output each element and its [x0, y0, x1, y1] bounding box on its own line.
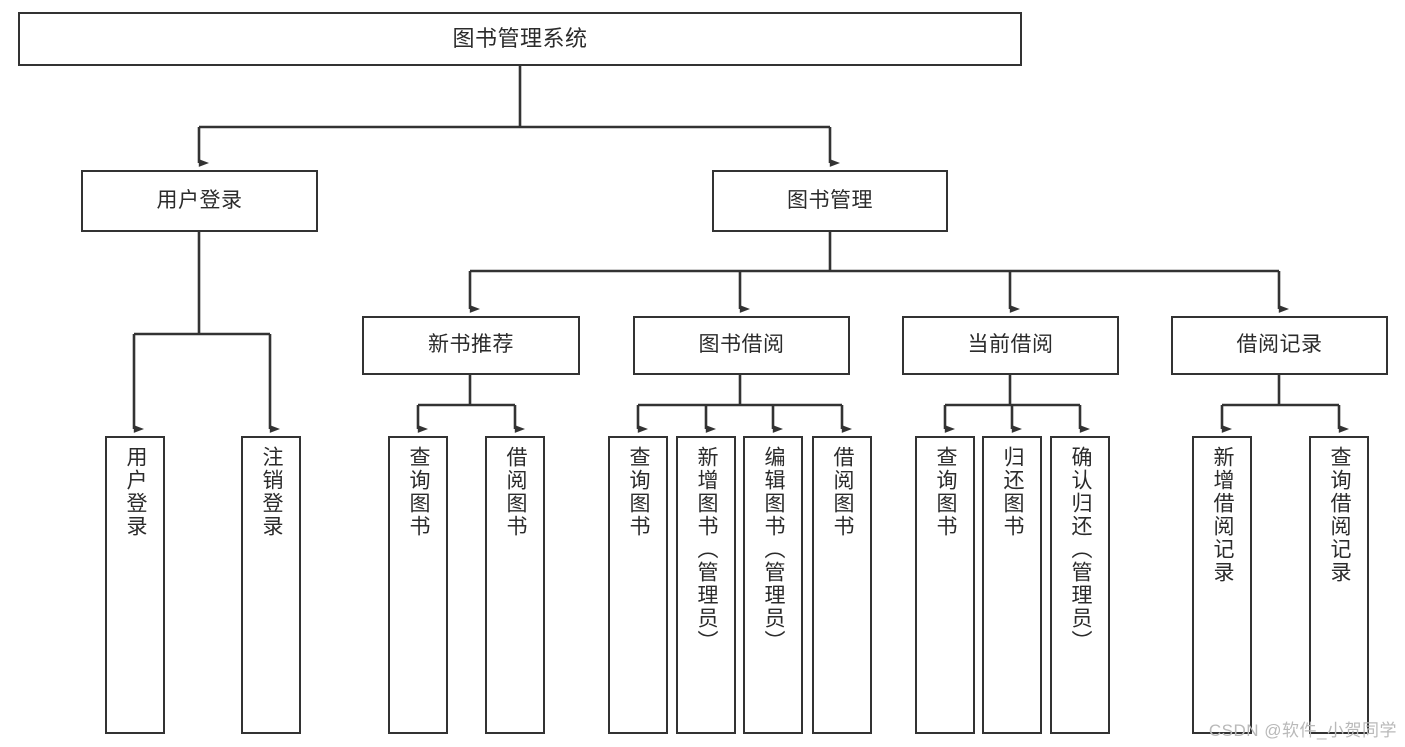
node-label: 新增图书（管理员） [695, 446, 719, 653]
node-label: 当前借阅 [967, 333, 1054, 357]
node-label: 图书借阅 [698, 333, 785, 357]
node-label: 新书推荐 [428, 333, 514, 357]
node-user-login[interactable]: 用户登录 [81, 170, 318, 232]
node-book-management-system[interactable]: 图书管理系统 [18, 12, 1022, 66]
node-label: 图书管理 [787, 188, 873, 212]
csdn-watermark: CSDN @软件_小贺同学 [1208, 721, 1397, 740]
node-label: 借阅记录 [1236, 333, 1323, 357]
node-label: 查询借阅记录 [1328, 446, 1352, 584]
node-label: 新增借阅记录 [1211, 446, 1235, 584]
node-label: 归还图书 [1001, 446, 1025, 538]
leaf-logout-login[interactable]: 注销登录 [241, 436, 301, 734]
node-current-borrow[interactable]: 当前借阅 [902, 316, 1119, 375]
leaf-query-book-current[interactable]: 查询图书 [915, 436, 975, 734]
leaf-query-book-borrow[interactable]: 查询图书 [608, 436, 668, 734]
leaf-confirm-return-admin[interactable]: 确认归还（管理员） [1050, 436, 1110, 734]
leaf-add-borrow-record[interactable]: 新增借阅记录 [1192, 436, 1252, 734]
leaf-edit-book-admin[interactable]: 编辑图书（管理员） [743, 436, 803, 734]
node-book-borrow[interactable]: 图书借阅 [633, 316, 850, 375]
node-label: 确认归还（管理员） [1069, 446, 1093, 653]
leaf-borrow-book-borrow[interactable]: 借阅图书 [812, 436, 872, 734]
node-book-management[interactable]: 图书管理 [712, 170, 948, 232]
leaf-borrow-book-new-recommend[interactable]: 借阅图书 [485, 436, 545, 734]
node-label: 图书管理系统 [452, 26, 588, 52]
node-label: 查询图书 [407, 446, 431, 538]
leaf-return-book[interactable]: 归还图书 [982, 436, 1042, 734]
node-borrow-record[interactable]: 借阅记录 [1171, 316, 1388, 375]
node-label: 查询图书 [627, 446, 651, 538]
leaf-query-borrow-record[interactable]: 查询借阅记录 [1309, 436, 1369, 734]
leaf-user-login[interactable]: 用户登录 [105, 436, 165, 734]
node-label: 借阅图书 [831, 446, 855, 538]
node-label: 编辑图书（管理员） [762, 446, 786, 653]
node-label: 查询图书 [934, 446, 958, 538]
leaf-query-book-new-recommend[interactable]: 查询图书 [388, 436, 448, 734]
node-label: 注销登录 [260, 446, 284, 538]
leaf-add-book-admin[interactable]: 新增图书（管理员） [676, 436, 736, 734]
node-label: 用户登录 [156, 188, 243, 212]
node-new-book-recommend[interactable]: 新书推荐 [362, 316, 580, 375]
node-label: 用户登录 [124, 446, 148, 538]
node-label: 借阅图书 [504, 446, 528, 538]
